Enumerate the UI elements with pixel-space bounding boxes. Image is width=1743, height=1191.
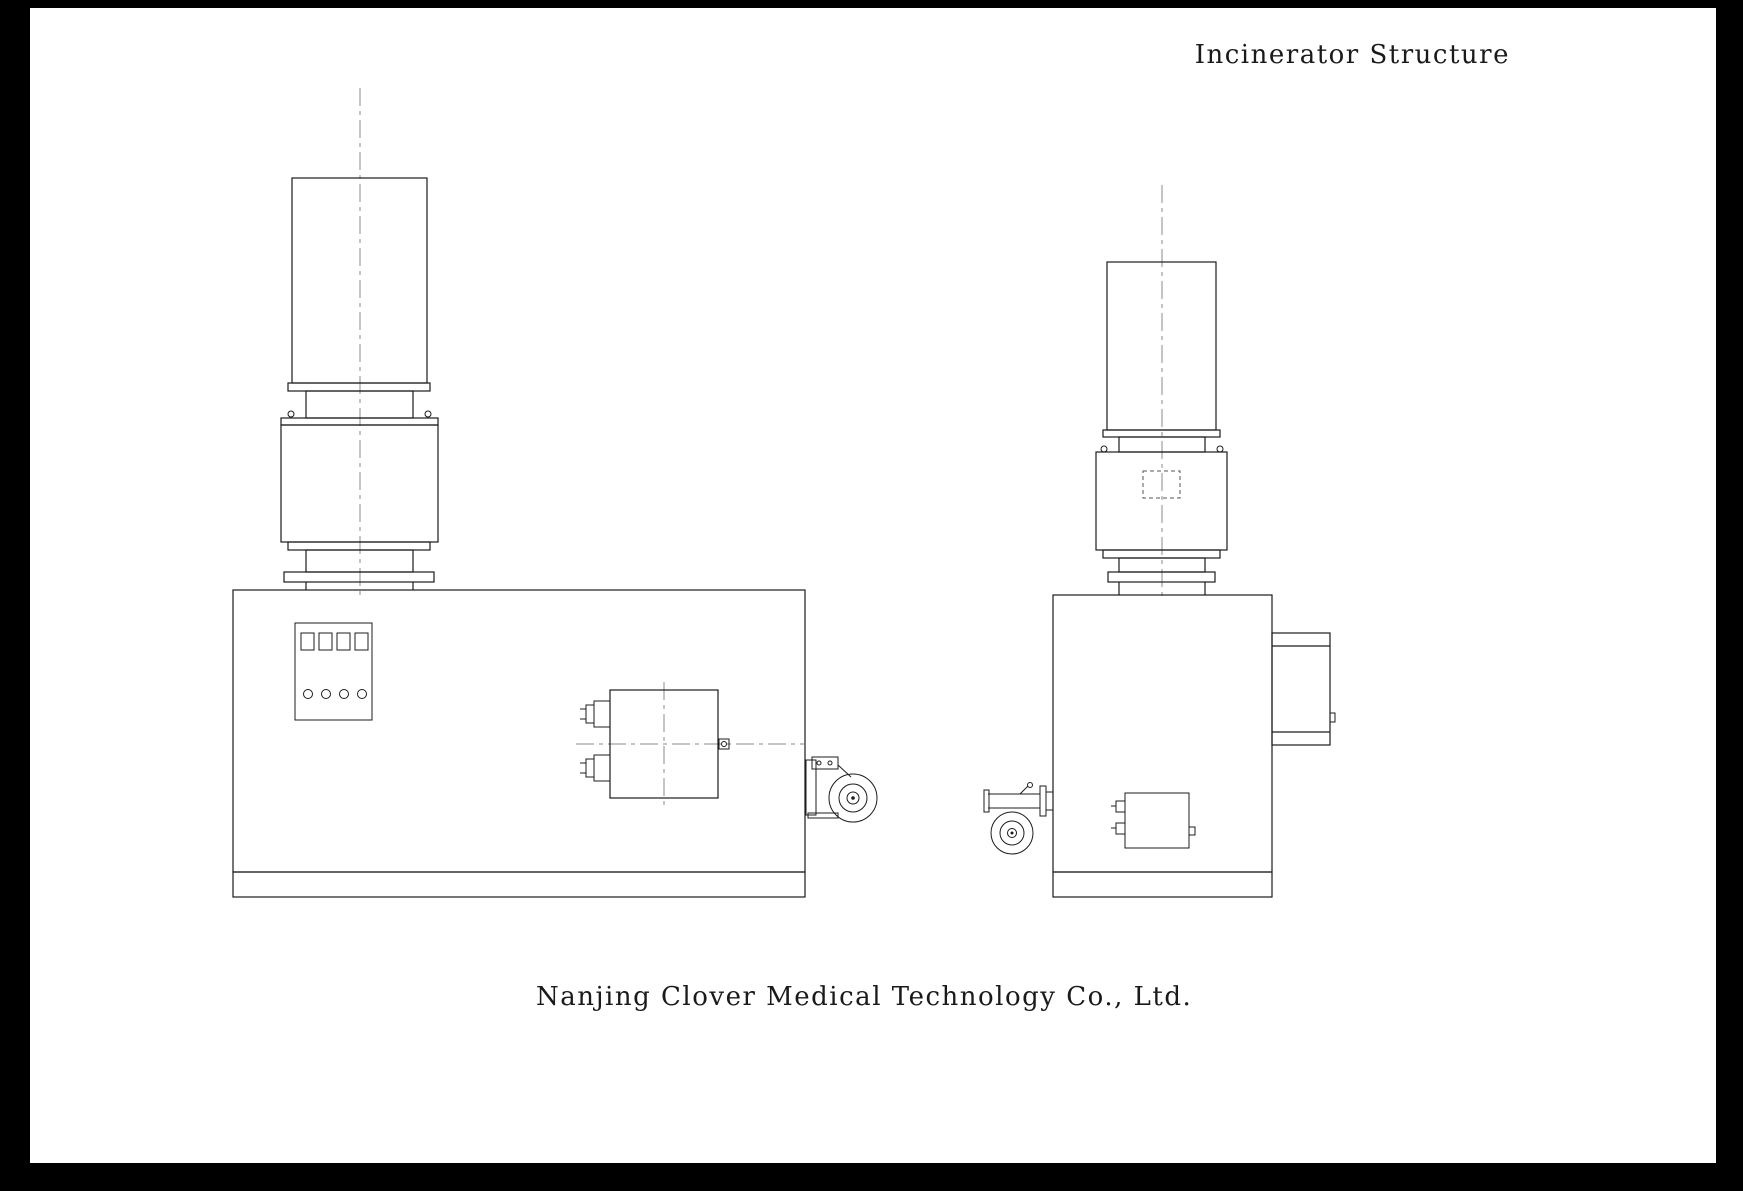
- blower-base: [807, 812, 839, 819]
- drawing-title: Incinerator Structure: [1194, 40, 1510, 70]
- burner-housing: [609, 689, 719, 799]
- blower-shaft: [851, 796, 855, 800]
- blower-scroll: [838, 783, 868, 813]
- side-view: [983, 185, 1336, 898]
- front-view: [232, 88, 878, 898]
- front-chimney-base-flange: [283, 571, 435, 583]
- blower-hub: [846, 791, 860, 805]
- company-name: Nanjing Clover Medical Technology Co., L…: [536, 982, 1193, 1012]
- door-latch: [1329, 712, 1336, 723]
- front-body-base: [232, 871, 806, 898]
- side-chimney-stack: [1095, 261, 1228, 595]
- side-chimney-base-flange: [1107, 571, 1216, 583]
- blower-arm: [837, 764, 852, 778]
- blower-scroll: [990, 811, 1034, 855]
- panel-button: [354, 632, 369, 651]
- indicator-light: [321, 689, 331, 699]
- indicator-light: [303, 689, 313, 699]
- inspection-port: [1142, 470, 1181, 499]
- indicator-light: [357, 689, 367, 699]
- side-loading-door: [1271, 632, 1336, 746]
- blower-scroll: [999, 820, 1025, 846]
- flange-bolt: [424, 410, 432, 418]
- burner-bolt: [1188, 826, 1196, 836]
- fuel-connector: [585, 758, 595, 778]
- front-incinerator-body: [232, 589, 806, 898]
- blower-bolt: [827, 760, 833, 766]
- burner-housing: [1124, 792, 1190, 849]
- flange-bolt: [287, 410, 295, 418]
- front-control-panel: [294, 622, 373, 721]
- valve-handle: [1027, 782, 1033, 788]
- panel-button: [336, 632, 351, 651]
- side-burner-unit: [1111, 792, 1196, 849]
- side-blower-fan: [983, 782, 1053, 855]
- front-blower-fan: [805, 756, 878, 823]
- control-panel-box: [294, 622, 373, 721]
- blower-mount-plate: [805, 759, 817, 816]
- pipe-flange: [1039, 785, 1047, 817]
- front-chimney-stack: [280, 177, 439, 590]
- pipe-end-flange: [983, 789, 990, 813]
- blower-hub: [1007, 828, 1017, 838]
- side-body-base: [1052, 871, 1273, 898]
- burner-bolt: [718, 738, 730, 750]
- blower-shaft: [1010, 831, 1014, 835]
- panel-button: [318, 632, 333, 651]
- valve-handle: [1019, 785, 1029, 795]
- front-burner-unit: [576, 682, 805, 806]
- blower-scroll: [828, 773, 878, 823]
- blower-motor-box: [811, 756, 839, 770]
- blower-bolt: [816, 760, 822, 766]
- door-panel: [1271, 632, 1331, 746]
- fuel-connector: [585, 704, 595, 724]
- indicator-light: [339, 689, 349, 699]
- panel-button: [300, 632, 315, 651]
- paper-area: [30, 8, 1716, 1163]
- burner-bolt: [721, 741, 727, 747]
